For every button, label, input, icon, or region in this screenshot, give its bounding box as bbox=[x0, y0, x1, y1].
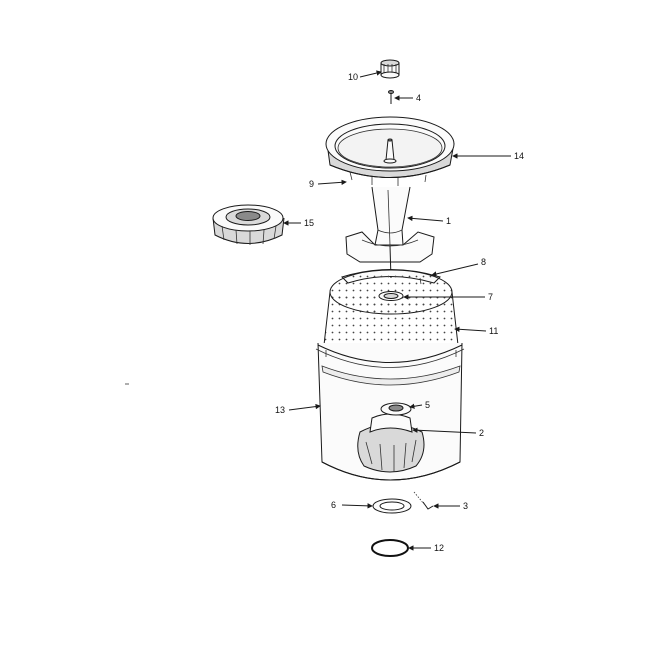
callout-9: 9 bbox=[309, 179, 314, 189]
part-top-ring bbox=[325, 116, 455, 186]
callout-3: 3 bbox=[463, 501, 468, 511]
callout-11: 11 bbox=[489, 326, 498, 336]
callout-15: 15 bbox=[304, 218, 314, 228]
part-o-ring bbox=[371, 539, 409, 557]
callout-12: 12 bbox=[434, 543, 444, 553]
leader-lines bbox=[283, 70, 511, 551]
callout-13: 13 bbox=[275, 405, 285, 415]
part-screw bbox=[413, 491, 434, 510]
callout-7: 7 bbox=[488, 292, 493, 302]
part-gasket bbox=[372, 498, 412, 514]
part-agitator-shaft bbox=[345, 186, 435, 279]
callout-6: 6 bbox=[331, 500, 336, 510]
callout-1: 1 bbox=[446, 216, 451, 226]
part-seal bbox=[380, 402, 412, 416]
part-coupling-nut bbox=[212, 204, 285, 245]
callout-4: 4 bbox=[416, 93, 421, 103]
callout-labels: 10 4 14 9 1 15 8 7 11 13 5 2 6 3 12 bbox=[275, 72, 524, 553]
part-pin bbox=[388, 90, 394, 104]
callout-8: 8 bbox=[481, 257, 486, 267]
part-pump-housing bbox=[357, 413, 425, 473]
callout-14: 14 bbox=[514, 151, 524, 161]
callout-5: 5 bbox=[425, 400, 430, 410]
callout-2: 2 bbox=[479, 428, 484, 438]
part-cap bbox=[380, 59, 400, 79]
callout-10: 10 bbox=[348, 72, 358, 82]
